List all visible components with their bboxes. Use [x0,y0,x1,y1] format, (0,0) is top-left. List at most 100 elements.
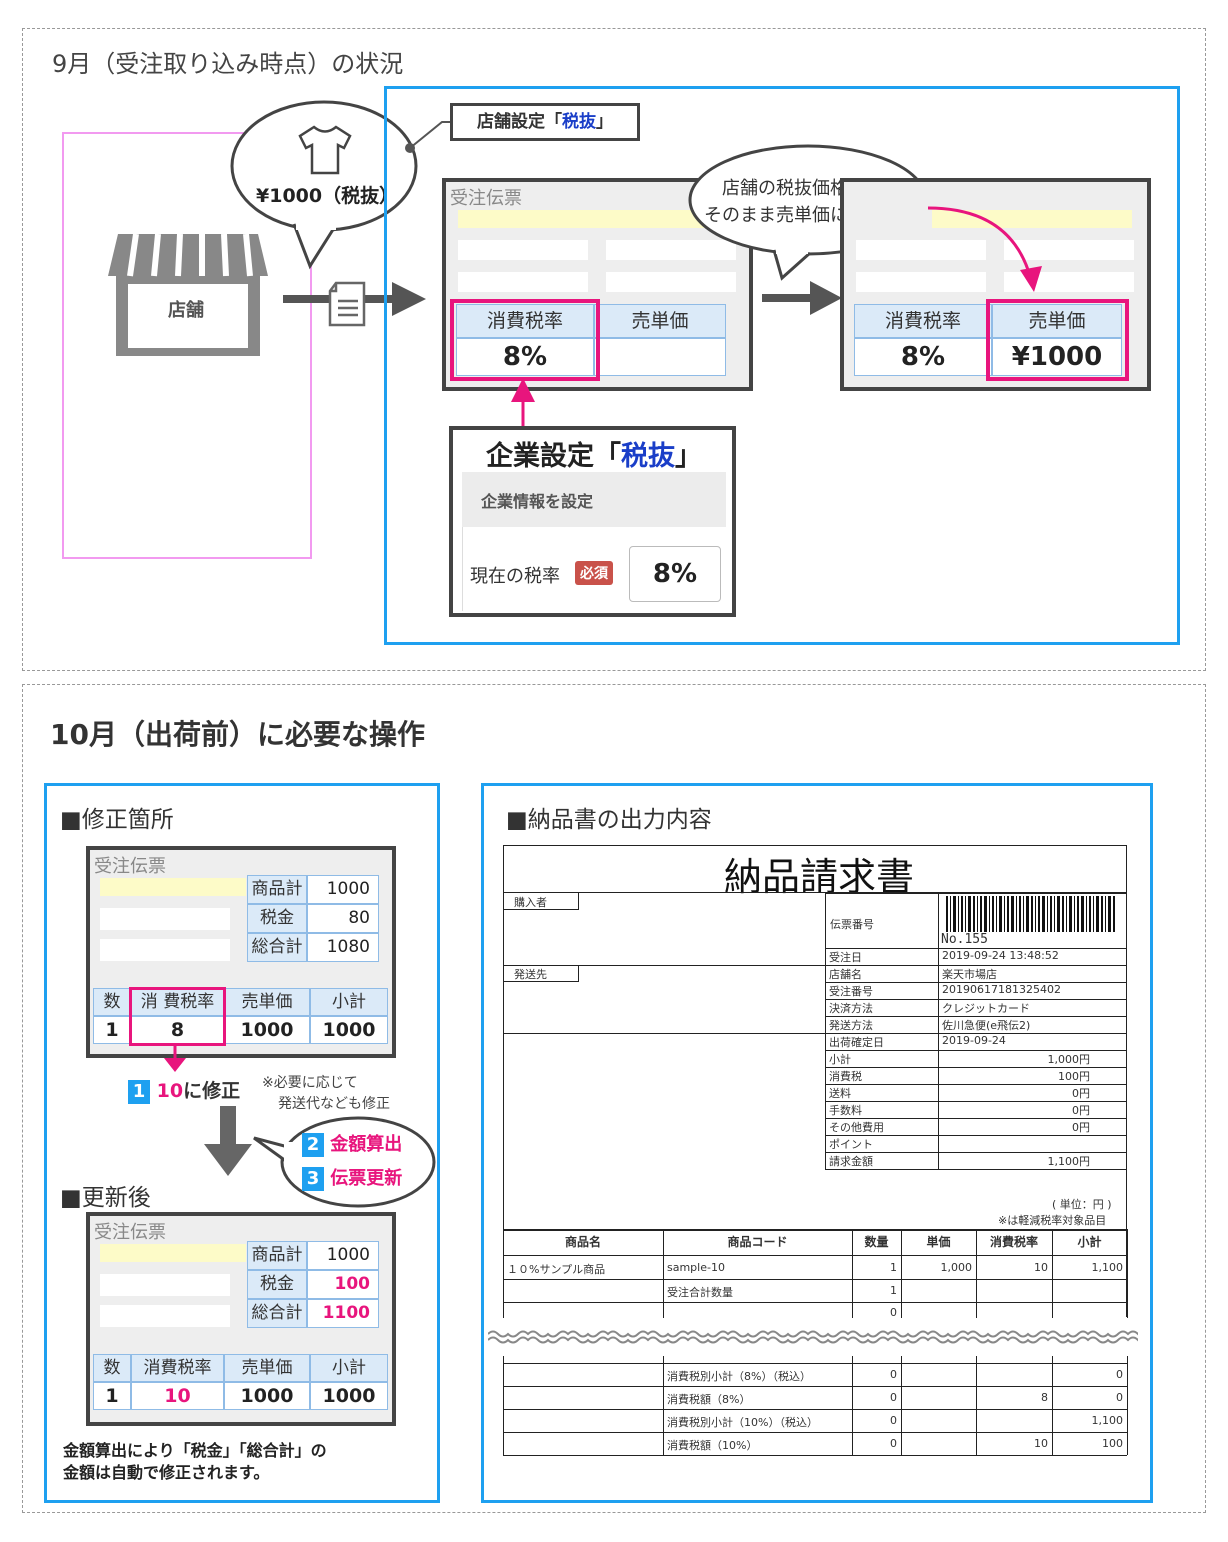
summary-subtotal: 0 [1116,1391,1123,1404]
gray-arrow-down [204,1106,252,1176]
system-area [384,86,1180,645]
summary-col-rule [663,1356,664,1455]
table-col-rule [976,1229,977,1318]
step1-number: 1 [128,1080,150,1104]
step2: 2 金額算出 [302,1130,402,1157]
summary-subtotal: 100 [1102,1437,1123,1450]
info-rule [825,1101,1127,1102]
table-col-rule [503,1229,504,1318]
info-rule [825,1118,1127,1119]
invoice-border-right [1126,845,1127,1317]
summary-col-rule [1052,1356,1053,1455]
fix-heading: ■修正箇所 [60,807,174,833]
arrow-slip-to-slip [762,294,812,302]
wavy-break [488,1322,1138,1352]
current-tax-label: 現在の税率 [470,566,560,587]
info-label: その他費用 [829,1121,884,1134]
summary-rate: 10 [1034,1437,1048,1450]
order-slip-title: 受注伝票 [94,1222,166,1243]
table-rule [503,1255,1127,1256]
summary-qty: 0 [890,1414,897,1427]
info-value: 佐川急便(e飛伝2) [942,1019,1031,1032]
tax-value: 80 [307,904,379,933]
field-bar [100,908,230,930]
info-rule [825,948,1127,949]
price-value: 1000 [224,1382,310,1410]
goods-total-label: 商品計 [247,1241,307,1270]
invoice-area [481,783,1153,1503]
tax-label: 税金 [247,904,307,933]
info-label: 小計 [829,1053,851,1066]
step2-text: 金額算出 [330,1134,403,1155]
table-header: 単価 [926,1235,951,1249]
table-rule [503,1279,1127,1280]
unit-note: ( 単位：円 ) [1052,1198,1112,1211]
goods-total-value: 1000 [307,875,379,904]
section-october-title: 10月（出荷前）に必要な操作 [50,718,425,751]
unit-price-highlight [986,299,1129,381]
slip-no: No.155 [941,932,988,947]
order-slip-title: 受注伝票 [450,188,522,209]
tax-rate-value: 8% [854,338,992,376]
section-september-title: 9月（受注取り込み時点）の状況 [52,50,404,78]
info-rule [825,1016,1127,1017]
document-icon [328,281,366,327]
summary-col-rule [1127,1356,1128,1455]
subtotal-value: 1000 [310,1382,388,1410]
price-header: 売単価 [224,988,310,1016]
info-table-mid-border [938,893,939,1169]
summary-subtotal: 0 [1116,1368,1123,1381]
shop-setting-tag: 店舗設定「税抜」 [450,103,640,141]
info-value: 1,000円 [1047,1053,1091,1066]
after-heading: ■更新後 [60,1185,151,1211]
highlight-bar [100,1244,246,1262]
info-table-left-border [825,893,826,1169]
info-value: 0円 [1072,1121,1090,1134]
pink-arrow-down [164,1044,186,1072]
unit-price-value-empty [594,338,726,376]
info-value: 楽天市場店 [942,968,997,981]
ship-rule-top [503,965,825,966]
field-bar [606,272,736,292]
info-rule [825,965,1127,966]
store-icon [108,233,268,356]
subtotal-value: 1000 [310,1016,388,1044]
field-bar [856,240,986,260]
info-label: 決済方法 [829,1002,873,1015]
summary-label: 消費税額（10%） [667,1439,758,1452]
rate-highlight [129,987,226,1046]
info-value: 2019-09-24 [942,1034,1006,1047]
field-bar [100,1274,230,1296]
highlight-bar [100,878,246,896]
fix-area [44,783,440,1503]
summary-rule [503,1409,1127,1410]
store-area [62,132,312,559]
step-note-line2: 発送代なども修正 [278,1096,390,1112]
unit-price-value: ¥1000 [992,338,1122,376]
current-tax-input[interactable]: 8% [629,546,721,602]
info-label: 消費税 [829,1070,862,1083]
info-rule [825,1033,1127,1034]
step2-number: 2 [302,1133,324,1157]
invoice-heading: ■納品書の出力内容 [506,807,712,833]
step1-value: 10 [156,1080,184,1102]
step3: 3 伝票更新 [302,1164,402,1191]
tax-rate-header: 消費税率 [854,304,992,338]
field-bar [100,939,230,961]
summary-subtotal: 1,100 [1091,1414,1124,1427]
table-col-rule [901,1229,902,1318]
goods-total-value: 1000 [307,1241,379,1270]
info-label: 受注番号 [829,985,873,998]
invoice-title: 納品請求書 [724,855,915,899]
step-note-line1: ※必要に応じて [262,1075,358,1091]
price-value: 1000 [224,1016,310,1044]
info-rule [825,999,1127,1000]
table-header: 商品名 [564,1235,601,1249]
info-label: 受注日 [829,951,862,964]
footer-line2: 金額は自動で修正されます。 [63,1463,270,1482]
field-bar [458,272,588,292]
unit-price-header: 売単価 [992,304,1122,338]
rate-header: 消費税率 [131,1354,224,1382]
tax-rate-header: 消費税率 [456,304,594,338]
grand-total-label: 総合計 [247,933,307,962]
